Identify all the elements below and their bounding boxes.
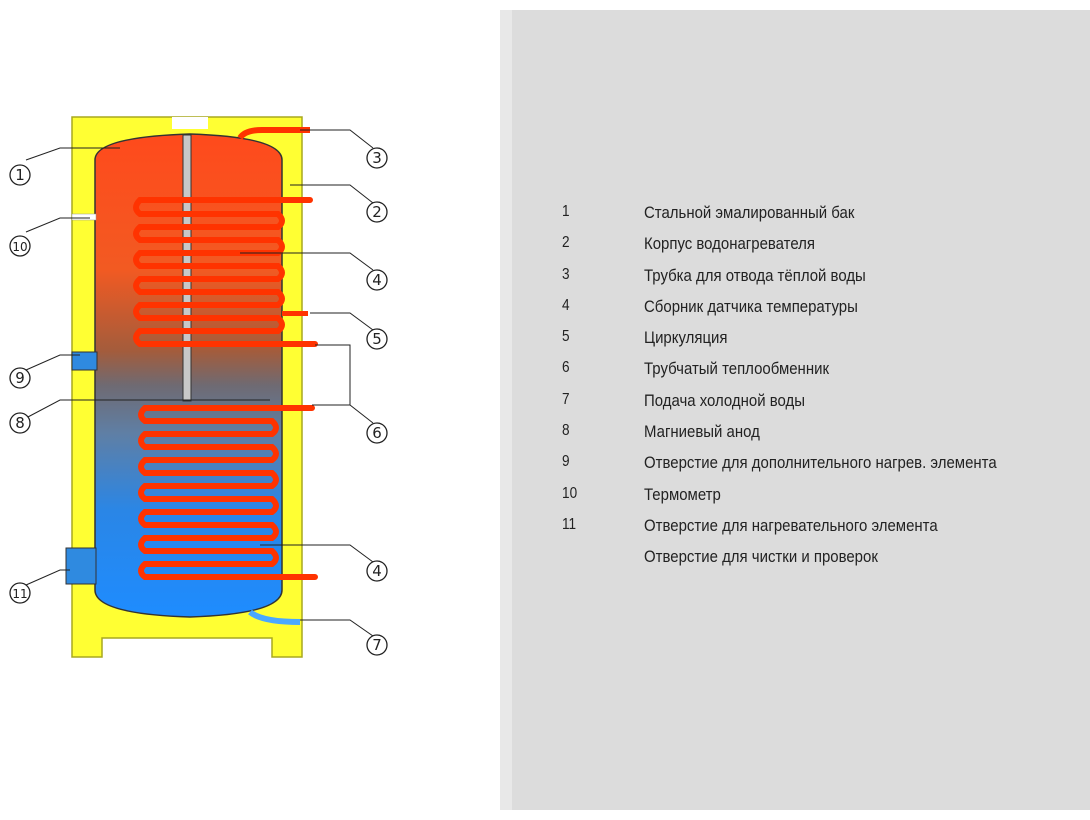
legend-label: Стальной эмалированный бак xyxy=(644,203,855,222)
legend-label: Трубка для отвода тёплой воды xyxy=(644,265,866,285)
callout-3: 3 xyxy=(372,149,382,167)
legend-number: 2 xyxy=(562,234,570,252)
aux-heater-port xyxy=(71,351,98,371)
top-opening xyxy=(172,117,208,129)
legend-label: Термометр xyxy=(644,484,721,504)
legend-number: 6 xyxy=(562,359,570,377)
callout-9: 9 xyxy=(15,369,25,387)
legend-number: 10 xyxy=(562,484,578,502)
callouts xyxy=(9,147,388,656)
legend-label: Отверстие для дополнительного нагрев. эл… xyxy=(644,453,997,473)
legend-label: Отверстие для нагревательного элемента xyxy=(644,515,938,535)
legend-panel xyxy=(500,10,1090,810)
legend-label: Циркуляция xyxy=(644,328,728,348)
heater-port xyxy=(65,547,97,585)
callout-4-lower: 4 xyxy=(372,562,382,580)
legend-label: Трубчатый теплообменник xyxy=(644,359,829,379)
callout-5: 5 xyxy=(372,330,382,348)
callout-1: 1 xyxy=(15,166,25,184)
hot-water-pipe xyxy=(237,127,310,140)
callout-labels: 1 10 9 8 11 3 2 4 5 6 4 7 xyxy=(12,149,381,654)
legend-number: 3 xyxy=(562,265,570,283)
legend-number: 4 xyxy=(562,296,570,314)
legend-number: 8 xyxy=(562,422,570,440)
thermometer xyxy=(71,213,97,221)
legend-label: Сборник датчика температуры xyxy=(644,296,858,316)
legend-label: Отверстие для чистки и проверок xyxy=(644,547,878,567)
legend-number: 1 xyxy=(562,203,570,220)
circulation-stub xyxy=(282,311,308,316)
legend-number: 11 xyxy=(562,515,577,533)
lower-coil xyxy=(138,405,318,580)
legend-label: Подача холодной воды xyxy=(644,390,806,410)
boiler-diagram: 1 10 9 8 11 3 2 4 5 6 4 7 xyxy=(9,116,388,658)
callout-2: 2 xyxy=(372,203,382,221)
cold-water-pipe xyxy=(248,609,301,625)
callout-4-upper: 4 xyxy=(372,271,382,289)
legend-label: Магниевый анод xyxy=(644,422,760,442)
legend-number: 9 xyxy=(562,453,570,471)
callout-10: 10 xyxy=(12,240,27,254)
legend-number: 5 xyxy=(562,328,570,346)
legend-label: Корпус водонагревателя xyxy=(644,234,816,254)
legend-number: 7 xyxy=(562,390,570,408)
upper-coil xyxy=(133,197,318,347)
callout-8: 8 xyxy=(15,414,25,432)
callout-7: 7 xyxy=(372,636,382,654)
leader-lines xyxy=(25,129,374,637)
callout-6: 6 xyxy=(372,424,382,442)
callout-11: 11 xyxy=(12,587,27,601)
